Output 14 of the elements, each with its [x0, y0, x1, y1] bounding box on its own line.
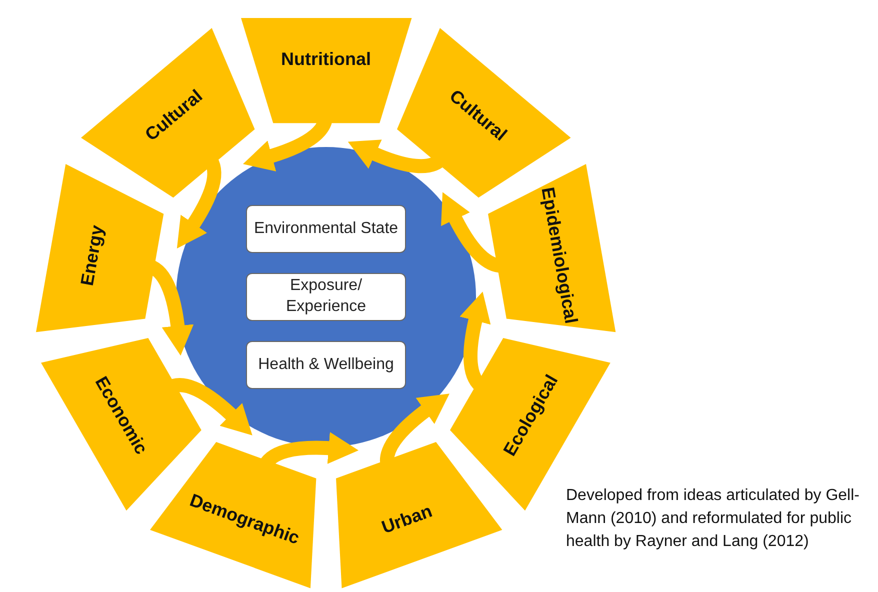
- ring-segment: [36, 164, 164, 333]
- ring-segment: [240, 18, 412, 123]
- label-box: Exposure/ Experience: [246, 273, 406, 321]
- ring-segment: [488, 164, 616, 333]
- source-note: Developed from ideas articulated by Gell-Mann (2010) and reformulated for public health by Rayner and Lang (2012): [566, 486, 860, 552]
- segment-label: Urban: [379, 500, 436, 538]
- segment-label: Nutritional: [280, 49, 371, 70]
- circle-area: [176, 147, 476, 447]
- segment-label: Energy: [76, 224, 108, 288]
- label-box: Environmental State: [246, 205, 406, 253]
- label-box: Health & Wellbeing: [246, 341, 406, 389]
- ring-segment: [150, 442, 316, 589]
- ring-segment: [81, 28, 255, 198]
- ring-segment: [336, 442, 502, 589]
